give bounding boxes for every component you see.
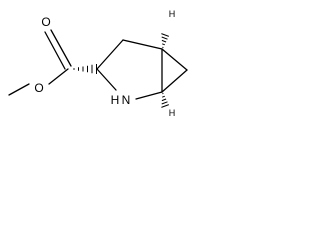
bond-carbonyl-double-1 [44, 31, 66, 70]
bond-n-to-bridgehead-bottom [135, 91, 163, 100]
bond-ch2-to-bridgehead-top [122, 39, 163, 50]
bond-carbonyl-double-2 [50, 29, 72, 67]
atom-label-nitrogen-hydrogen: H [111, 93, 120, 107]
bond-o-carbonyl-carbon [48, 68, 69, 85]
bond-alpha-c-to-ch2 [96, 39, 124, 70]
bond-cyclopropane-bottom [161, 69, 188, 93]
bond-alpha-c-to-n [96, 68, 117, 91]
atom-label-nitrogen: N [122, 93, 131, 107]
atom-label-ester-oxygen: O [34, 81, 43, 95]
stereo-bond-bridgehead-top-h [161, 33, 169, 49]
stereo-bond-alpha-carbon [73, 64, 97, 74]
stereo-bond-bridgehead-bottom-h [161, 92, 169, 108]
bond-methyl-o [8, 83, 30, 96]
stereo-hydrogen-top: H [169, 9, 176, 19]
atom-label-carbonyl-oxygen: O [41, 15, 50, 29]
stereo-hydrogen-bottom: H [169, 108, 176, 118]
molecular-structure: O O N H H H [8, 9, 188, 118]
bond-cyclopropane-top [161, 48, 188, 71]
